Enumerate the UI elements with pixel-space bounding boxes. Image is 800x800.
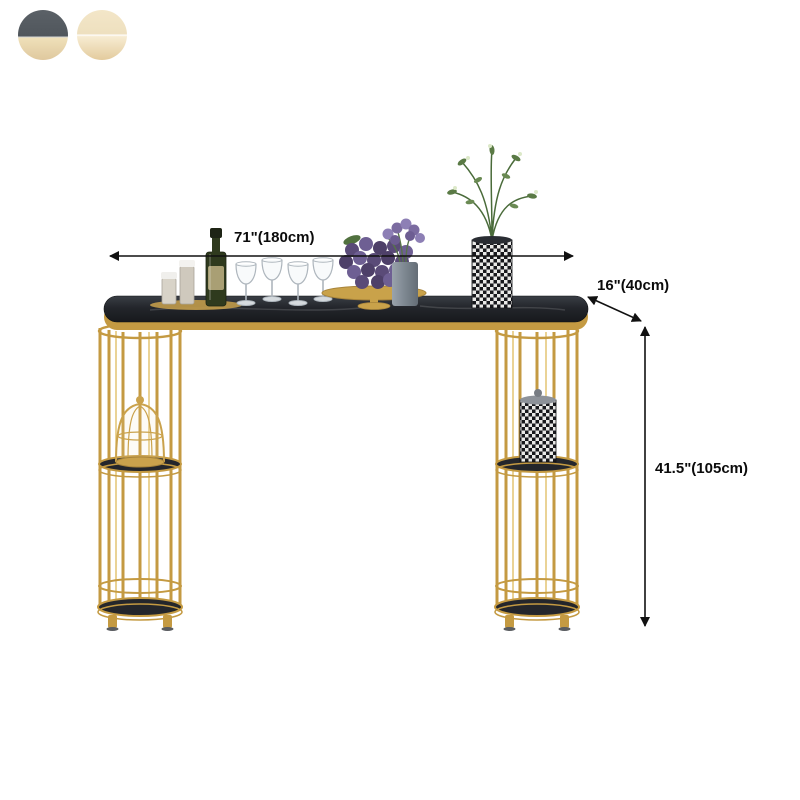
height-dimension-label: 41.5"(105cm) — [655, 460, 749, 477]
color-swatches — [18, 10, 127, 60]
olive-oil-bottle — [205, 228, 227, 307]
table-left-leg — [96, 322, 184, 633]
flower-vase — [382, 218, 425, 306]
swatch-black-gold-finish[interactable] — [18, 10, 68, 60]
width-dimension-label: 71"(180cm) — [234, 229, 315, 246]
birdcage-decor — [115, 396, 165, 468]
swatch-gold-finish[interactable] — [77, 10, 127, 60]
plant-branches — [447, 144, 538, 241]
tall-patterned-vase — [447, 144, 538, 309]
striped-vase-decor — [519, 389, 557, 463]
table-right-leg — [493, 322, 581, 633]
condiment-jars — [150, 260, 242, 310]
depth-dimension-line — [587, 296, 642, 322]
depth-dimension-label: 16"(40cm) — [597, 277, 670, 294]
